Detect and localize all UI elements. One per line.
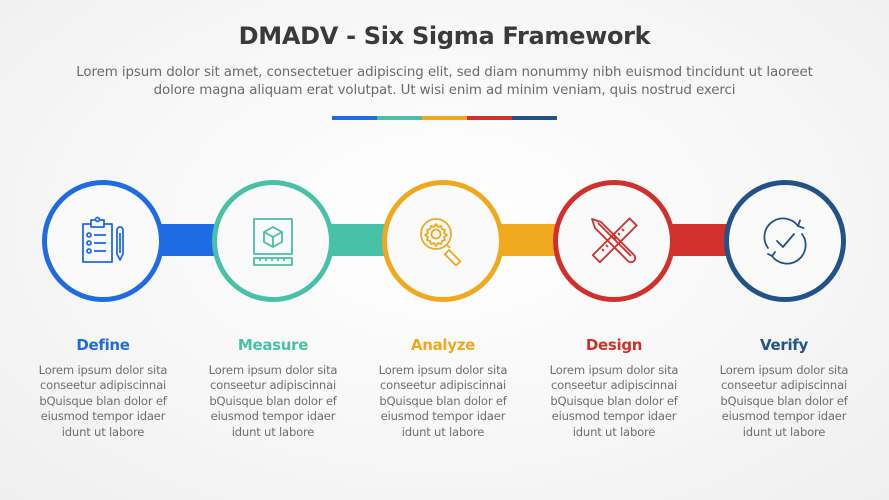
stage-description-define: Lorem ipsum dolor sita conseetur adipisc…	[38, 363, 168, 439]
stage-title-measure: Measure	[237, 336, 309, 354]
connector-define-measure	[160, 224, 220, 256]
connector-design-verify	[671, 224, 731, 256]
stage-verify: Verify Lorem ipsum dolor sita conseetur …	[699, 336, 869, 440]
stage-circle-verify	[724, 180, 846, 302]
stage-description-verify: Lorem ipsum dolor sita conseetur adipisc…	[719, 363, 849, 439]
stage-description-design: Lorem ipsum dolor sita conseetur adipisc…	[549, 363, 679, 439]
stage-circle-analyze	[382, 180, 504, 302]
divider-segment-analyze	[422, 116, 467, 120]
stage-measure: Measure Lorem ipsum dolor sita conseetur…	[188, 336, 358, 440]
stage-design: Design Lorem ipsum dolor sita conseetur …	[529, 336, 699, 440]
refresh-check-icon	[763, 217, 807, 265]
stage-circle-define	[42, 180, 164, 302]
page-subtitle: Lorem ipsum dolor sit amet, consectetuer…	[76, 65, 813, 98]
cube-ruler-icon	[253, 218, 293, 266]
stage-circle-design	[553, 180, 675, 302]
clipboard-checklist-pencil-icon	[82, 216, 124, 263]
stage-circle-measure	[212, 180, 334, 302]
stage-title-design: Design	[585, 336, 643, 354]
divider-segment-define	[332, 116, 377, 120]
stage-description-analyze: Lorem ipsum dolor sita conseetur adipisc…	[378, 363, 508, 439]
pencil-ruler-cross-icon	[591, 217, 638, 264]
stage-analyze: Analyze Lorem ipsum dolor sita conseetur…	[358, 336, 528, 440]
divider-segment-design	[467, 116, 512, 120]
magnifier-gear-icon	[420, 218, 462, 266]
connector-analyze-design	[500, 224, 560, 256]
connector-measure-analyze	[330, 224, 390, 256]
stage-description-measure: Lorem ipsum dolor sita conseetur adipisc…	[208, 363, 338, 439]
page-title: DMADV - Six Sigma Framework	[238, 22, 651, 50]
divider-segment-verify	[512, 116, 557, 120]
stage-define: Define Lorem ipsum dolor sita conseetur …	[18, 336, 188, 440]
stage-title-define: Define	[76, 336, 130, 354]
stage-title-verify: Verify	[759, 336, 808, 354]
stage-title-analyze: Analyze	[410, 336, 476, 354]
color-divider	[332, 116, 557, 120]
divider-segment-measure	[377, 116, 422, 120]
